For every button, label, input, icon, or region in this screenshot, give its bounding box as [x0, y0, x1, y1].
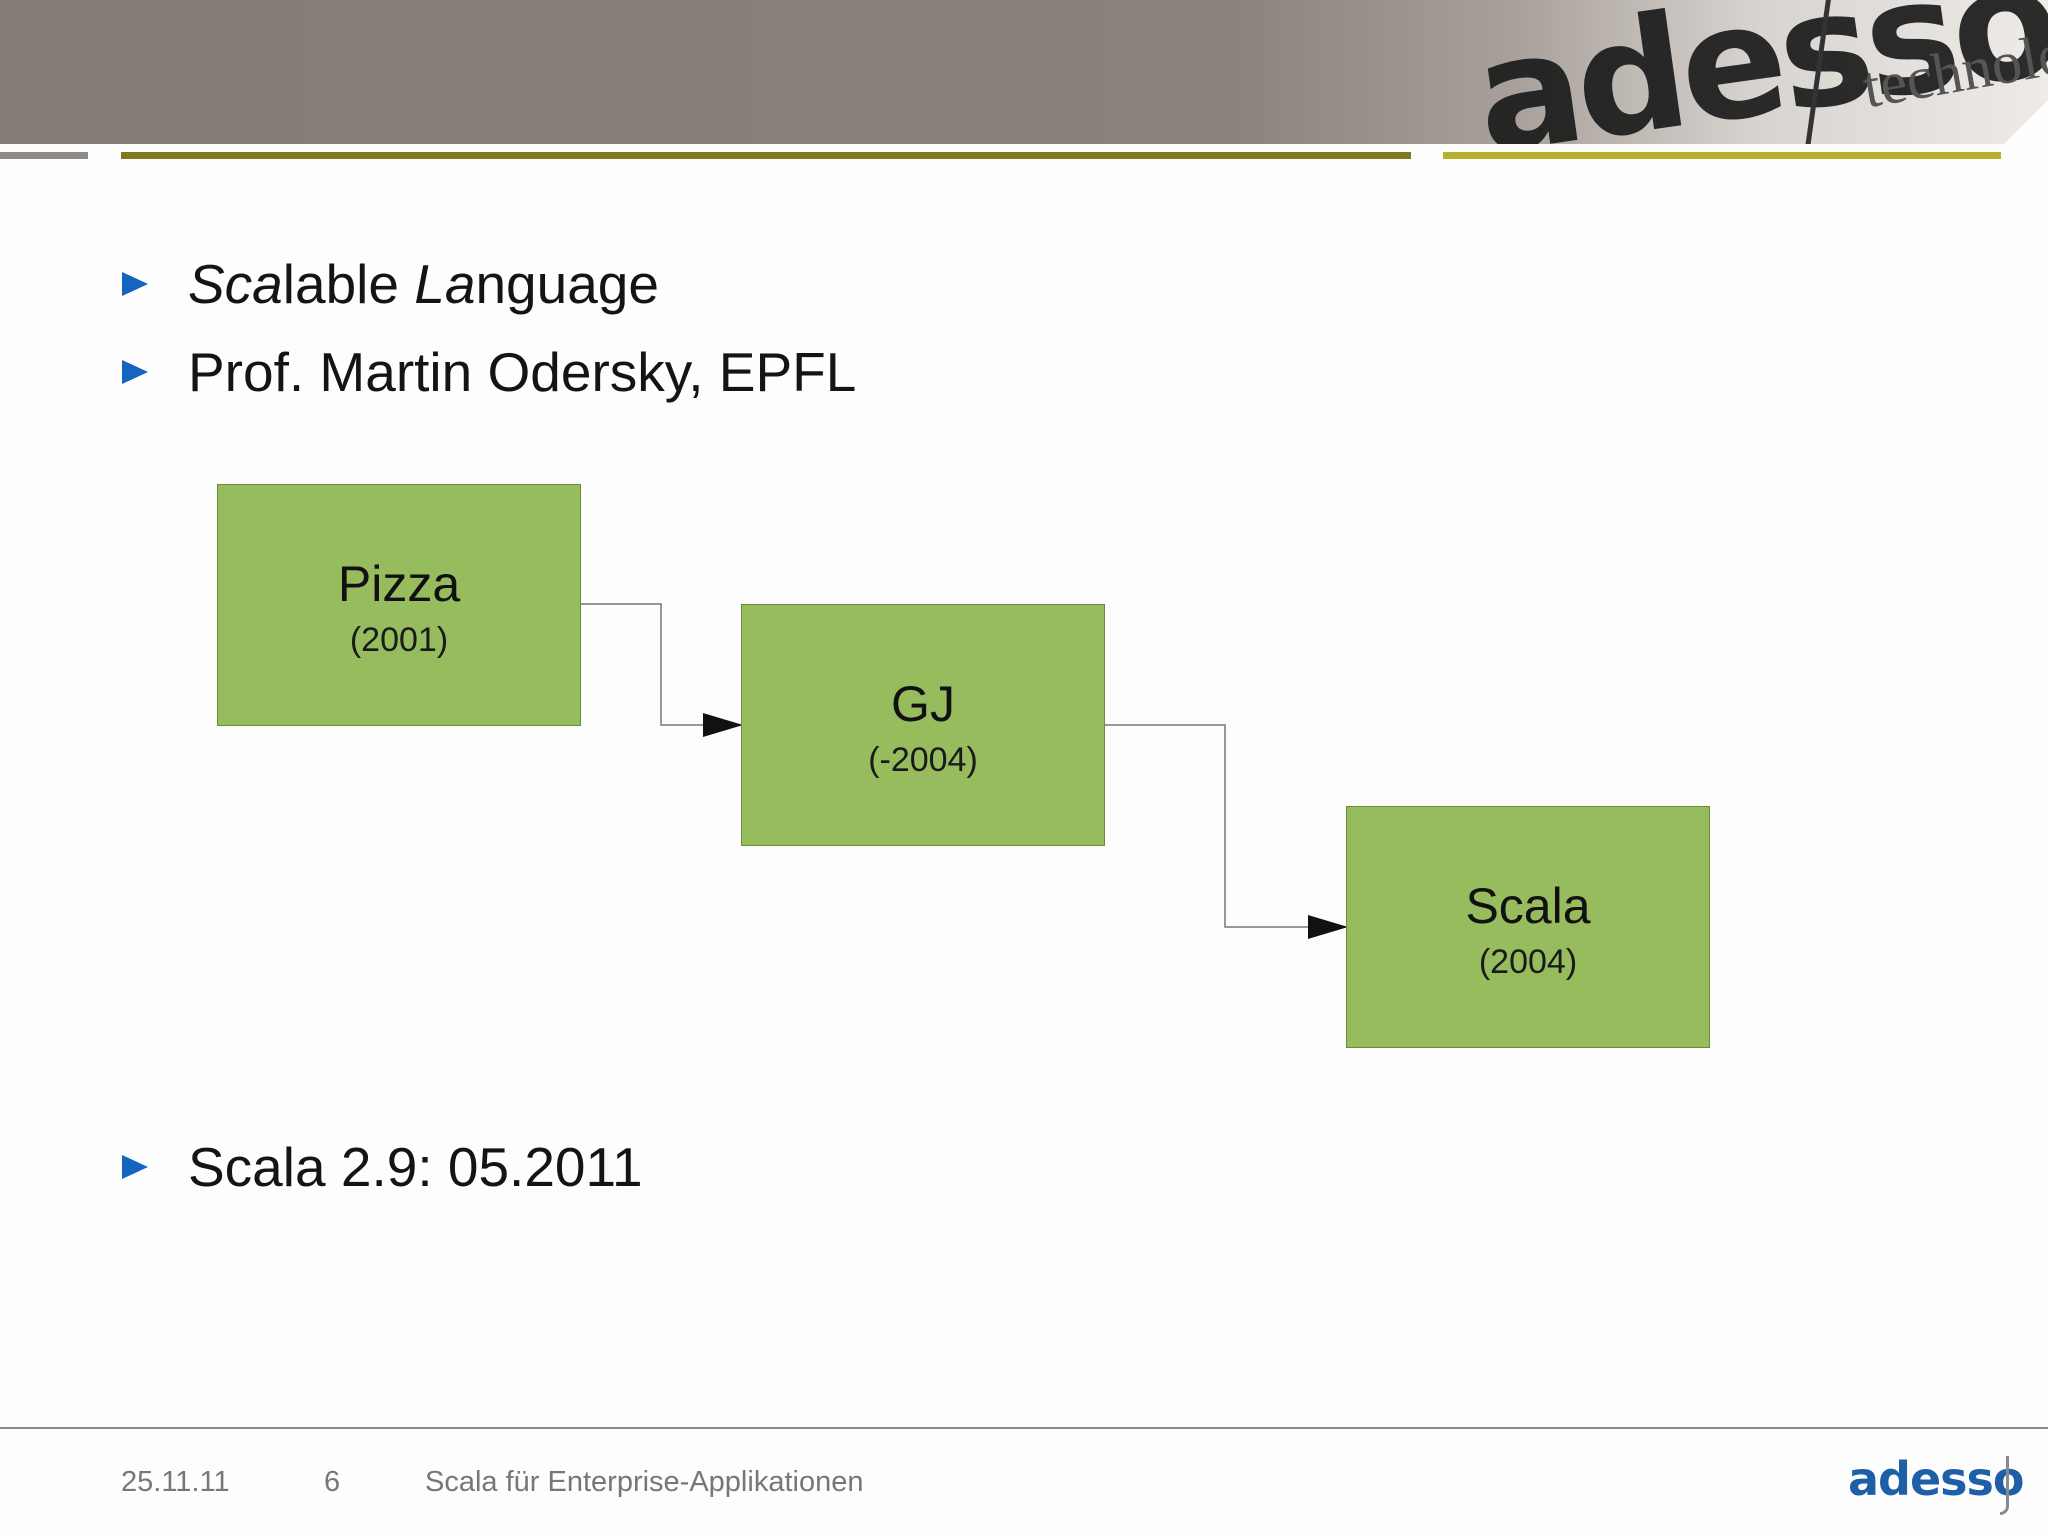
bullet-text: Prof. Martin Odersky, EPFL: [188, 341, 857, 403]
node-year: (2001): [349, 621, 449, 659]
footer-logo: adesso: [1848, 1452, 2025, 1506]
edge-gj-to-scala: [1105, 724, 1348, 939]
footer-divider: [0, 1427, 2048, 1429]
node-gj: GJ (-2004): [741, 604, 1105, 846]
footer-presentation-title: Scala für Enterprise-Applikationen: [425, 1466, 864, 1498]
node-pizza: Pizza (2001): [217, 484, 581, 726]
node-year: (2004): [1478, 943, 1578, 981]
header-rule-gold: [1443, 152, 2001, 159]
bullet-text-em-1: Sca: [188, 253, 283, 315]
bullet-author: Prof. Martin Odersky, EPFL: [122, 340, 856, 404]
footer-logo-bracket-icon: [2000, 1456, 2009, 1515]
bullet-text: Scala 2.9: 05.2011: [188, 1136, 643, 1198]
bullet-text-plain-1: lable: [282, 253, 415, 315]
header-rule-grey: [0, 152, 88, 159]
node-scala: Scala (2004): [1346, 806, 1710, 1048]
header-rule-olive: [121, 152, 1411, 159]
bullet-triangle-icon: [122, 1155, 148, 1179]
bullet-scala-version: Scala 2.9: 05.2011: [122, 1135, 643, 1199]
header-banner: adesso technolo: [0, 0, 2048, 144]
header-corner-cut: [2004, 100, 2048, 144]
node-year: (-2004): [868, 741, 978, 779]
bullet-triangle-icon: [122, 272, 148, 296]
node-name: Pizza: [337, 556, 461, 612]
bullet-text: Scalable Language: [188, 252, 659, 316]
footer-page-number: 6: [324, 1466, 341, 1498]
bullet-triangle-icon: [122, 360, 148, 384]
footer-date: 25.11.11: [121, 1466, 230, 1498]
edge-pizza-to-gj: [581, 603, 743, 737]
bullet-scalable-language: Scalable Language: [122, 252, 659, 316]
bullet-text-plain-2: nguage: [475, 253, 659, 315]
node-name: Scala: [1465, 878, 1591, 934]
node-name: GJ: [891, 676, 955, 732]
bullet-text-em-2: La: [414, 253, 476, 315]
